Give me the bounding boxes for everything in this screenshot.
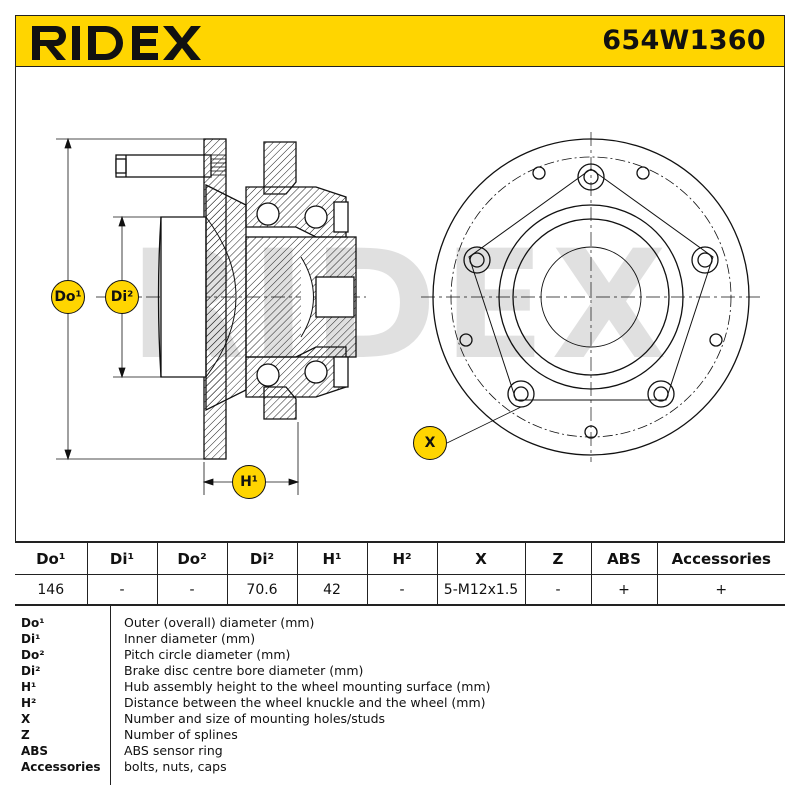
legend-key: Do¹ xyxy=(21,616,45,630)
legend-description: Number and size of mounting holes/studs xyxy=(124,711,386,726)
table-header-cell: Di¹ xyxy=(86,542,158,575)
table-header-row: Do¹ Di¹ Do² Di² H¹ H² X Z ABS Accessorie… xyxy=(15,542,785,575)
legend-description: Brake disc centre bore diameter (mm) xyxy=(124,663,364,678)
drawing-canvas: RIDEX xyxy=(56,132,761,495)
table-value-cell: - xyxy=(366,574,438,606)
table-header-cell: ABS xyxy=(590,542,658,575)
callout-h1: H¹ xyxy=(232,465,266,499)
legend-description: ABS sensor ring xyxy=(124,743,223,758)
callout-di2: Di² xyxy=(105,280,139,314)
hub-section-view xyxy=(96,138,366,460)
callout-do1: Do¹ xyxy=(51,280,85,314)
legend-item: ABS ABS sensor ring xyxy=(15,743,785,759)
legend-key: H² xyxy=(21,696,37,710)
table-header-cell: H² xyxy=(366,542,438,575)
table-value-cell: 146 xyxy=(15,574,88,606)
legend-key: H¹ xyxy=(21,680,37,694)
legend-item: Di¹ Inner diameter (mm) xyxy=(15,631,785,647)
legend-item: Z Number of splines xyxy=(15,727,785,743)
legend-key: Di² xyxy=(21,664,41,678)
table-header-cell: X xyxy=(436,542,526,575)
legend-description: Hub assembly height to the wheel mountin… xyxy=(124,679,491,694)
legend-item: H¹ Hub assembly height to the wheel moun… xyxy=(15,679,785,695)
callout-h1-label: H¹ xyxy=(240,474,258,490)
header-bar: 654W1360 xyxy=(15,15,785,67)
legend-item: Do¹ Outer (overall) diameter (mm) xyxy=(15,615,785,631)
table-header-cell: Do² xyxy=(156,542,228,575)
legend-item: Do² Pitch circle diameter (mm) xyxy=(15,647,785,663)
table-value-cell: - xyxy=(86,574,158,606)
legend-key: ABS xyxy=(21,744,49,758)
part-number: 654W1360 xyxy=(602,25,766,56)
legend-key: Do² xyxy=(21,648,45,662)
callout-x-label: X xyxy=(424,435,436,451)
callout-x: X xyxy=(413,426,447,460)
table-value-cell: + xyxy=(590,574,658,606)
table-header-cell: Accessories xyxy=(656,542,785,575)
table-value-cell: 5-M12x1.5 xyxy=(436,574,526,606)
callout-di2-label: Di² xyxy=(110,289,134,305)
legend-description: Distance between the wheel knuckle and t… xyxy=(124,695,486,710)
legend-item: X Number and size of mounting holes/stud… xyxy=(15,711,785,727)
legend-description: Number of splines xyxy=(124,727,238,742)
legend-key: X xyxy=(21,712,31,726)
legend-key: Z xyxy=(21,728,30,742)
legend-key: Accessories xyxy=(21,760,101,774)
table-header-cell: H¹ xyxy=(296,542,368,575)
legend-item: H² Distance between the wheel knuckle an… xyxy=(15,695,785,711)
ridex-logo xyxy=(32,26,201,60)
technical-drawing: RIDEX xyxy=(15,67,785,542)
hub-front-view xyxy=(421,132,761,462)
table-value-cell: 42 xyxy=(296,574,368,606)
legend-description: Outer (overall) diameter (mm) xyxy=(124,615,315,630)
legend-description: Pitch circle diameter (mm) xyxy=(124,647,291,662)
legend-divider xyxy=(110,605,111,785)
legend-item: Accessories bolts, nuts, caps xyxy=(15,759,785,775)
spec-table: Do¹ Di¹ Do² Di² H¹ H² X Z ABS Accessorie… xyxy=(15,542,785,606)
table-header-cell: Z xyxy=(524,542,592,575)
table-value-cell: - xyxy=(524,574,592,606)
legend-key: Di¹ xyxy=(21,632,41,646)
table-value-cell: 70.6 xyxy=(226,574,298,606)
table-value-cell: - xyxy=(156,574,228,606)
table-value-cell: + xyxy=(656,574,785,606)
legend-item: Di² Brake disc centre bore diameter (mm) xyxy=(15,663,785,679)
legend: Do¹ Outer (overall) diameter (mm) Di¹ In… xyxy=(15,604,785,785)
table-value-row: 146 - - 70.6 42 - 5-M12x1.5 - + + xyxy=(15,574,785,606)
table-header-cell: Do¹ xyxy=(15,542,88,575)
table-header-cell: Di² xyxy=(226,542,298,575)
legend-description: Inner diameter (mm) xyxy=(124,631,256,646)
callout-do1-label: Do¹ xyxy=(54,289,82,305)
legend-description: bolts, nuts, caps xyxy=(124,759,227,774)
